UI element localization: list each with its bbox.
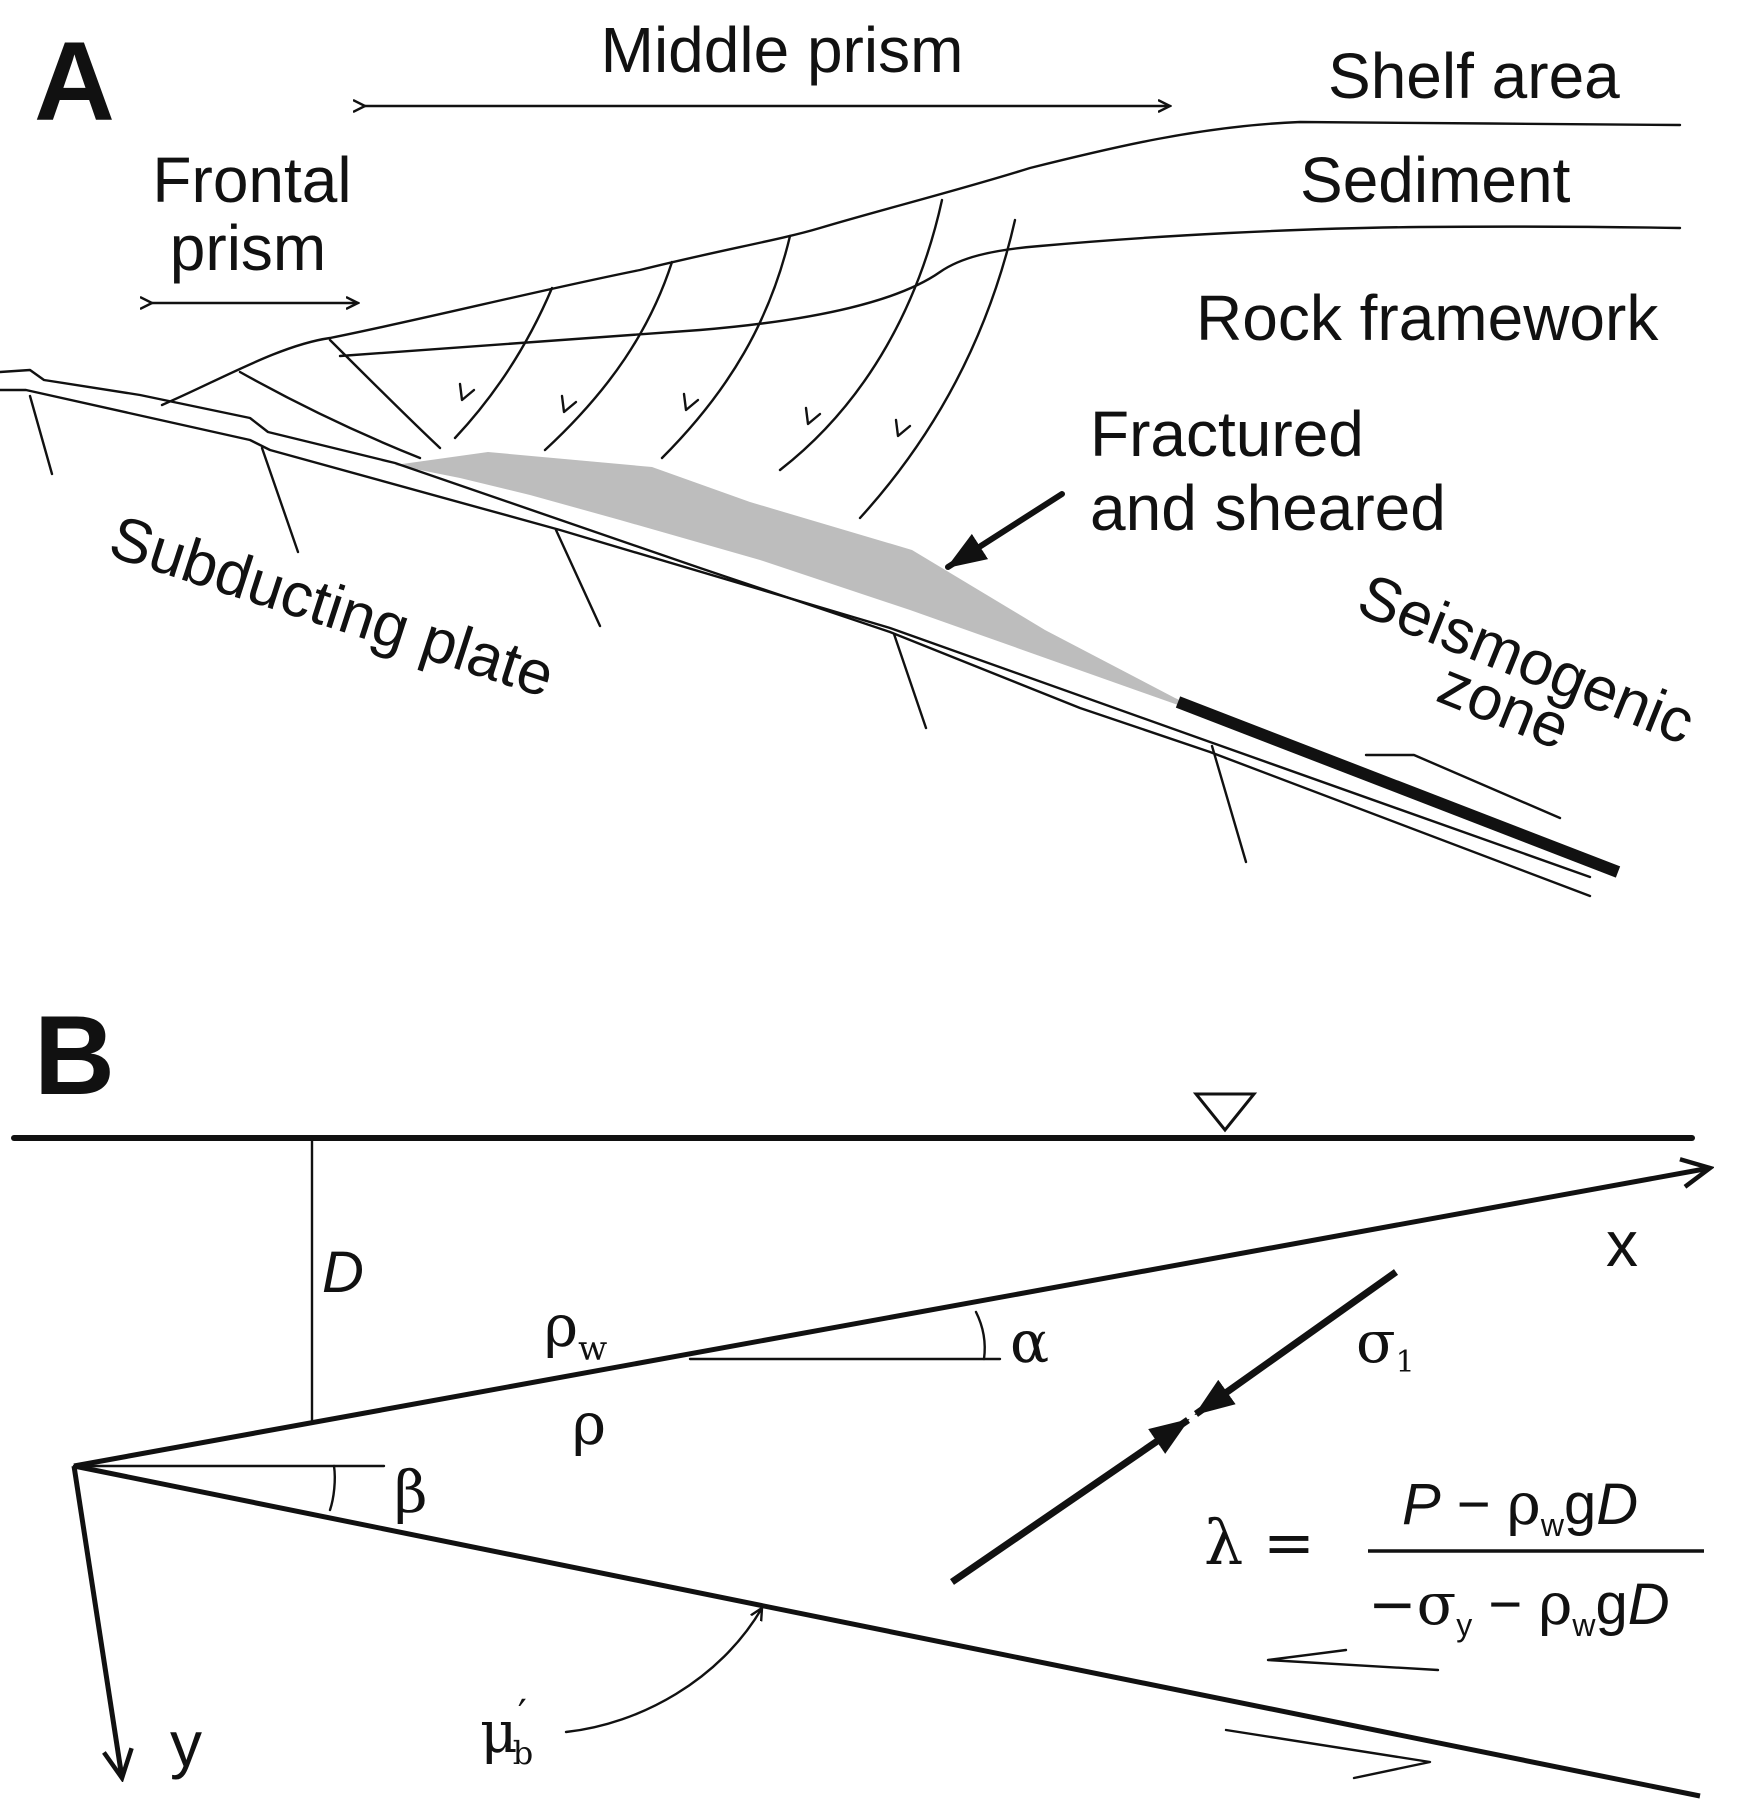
slip-arrow-5 xyxy=(894,418,912,438)
label-beta: β xyxy=(394,1458,428,1526)
alpha-angle-arc xyxy=(974,1310,986,1361)
middle-fault-1 xyxy=(453,286,554,440)
basal-shear-arrow-upper xyxy=(1266,1648,1440,1672)
lambda-denominator: −σy − ρwgD xyxy=(1368,1570,1670,1643)
sigma1-arrow-lower xyxy=(950,1417,1190,1585)
mu-b-pointer-arrow xyxy=(564,1608,762,1734)
label-x: x xyxy=(1606,1208,1638,1280)
basal-detachment-line xyxy=(73,1463,1701,1799)
seismogenic-slip-arrow xyxy=(1364,753,1562,820)
lambda-lhs: λ = xyxy=(1204,1506,1315,1579)
seismogenic-zone-line xyxy=(1175,696,1621,878)
plate-fault-3 xyxy=(554,528,602,628)
label-sigma1: σ1 xyxy=(1356,1308,1415,1380)
frontal-prism-label-line1: Frontal xyxy=(152,144,351,216)
plate-boundary-upper-line xyxy=(0,368,1592,898)
middle-fault-4 xyxy=(778,198,944,472)
label-alpha: α xyxy=(1010,1308,1049,1376)
plate-fault-2 xyxy=(260,446,300,554)
slip-arrow-3 xyxy=(682,392,700,412)
sediment-label: Sediment xyxy=(1300,144,1571,216)
rock-framework-label: Rock framework xyxy=(1196,282,1659,354)
panel-a-letter: A xyxy=(34,19,115,144)
y-axis-line xyxy=(71,1465,122,1778)
label-rho: ρ xyxy=(572,1390,606,1458)
frontal-prism-label-line2: prism xyxy=(170,212,326,284)
fractured-sheared-zone xyxy=(395,452,1265,738)
plate-fault-1 xyxy=(28,394,54,476)
sediment-base-line xyxy=(338,225,1682,358)
frontal-thrust-2 xyxy=(328,338,442,450)
water-level-icon xyxy=(1192,1092,1258,1133)
plate-fault-4 xyxy=(892,632,928,730)
middle-prism-label: Middle prism xyxy=(601,14,964,86)
plate-fault-5 xyxy=(1210,744,1248,864)
seafloor-surface-line xyxy=(160,120,1682,407)
slip-arrow-2 xyxy=(560,394,578,414)
subducting-plate-label: Subducting plate xyxy=(102,503,563,711)
middle-fault-5 xyxy=(858,218,1017,520)
label-d: D xyxy=(322,1240,364,1305)
plate-boundary-lower-line xyxy=(0,388,1592,879)
middle-fault-3 xyxy=(660,234,792,460)
fractured-zone-pointer-arrow xyxy=(945,491,1065,570)
fractured-label-line1: Fractured xyxy=(1090,398,1364,470)
sigma1-arrow-upper xyxy=(1193,1269,1399,1417)
x-axis-line xyxy=(73,1168,1710,1469)
beta-angle-arc xyxy=(328,1464,336,1512)
shelf-area-label: Shelf area xyxy=(1328,40,1620,112)
label-y: y xyxy=(170,1708,202,1780)
panel-a: A Middle prism Frontal prism Shelf area … xyxy=(0,14,1704,898)
panel-b-letter: B xyxy=(34,993,115,1118)
label-mu-b: μ′b xyxy=(480,1692,533,1772)
slip-arrow-4 xyxy=(804,406,822,426)
slip-arrow-1 xyxy=(458,382,476,402)
lambda-numerator: P − ρwgD xyxy=(1402,1470,1638,1543)
middle-fault-2 xyxy=(543,260,674,452)
fractured-label-line2: and sheared xyxy=(1090,472,1446,544)
label-rho-w: ρw xyxy=(544,1292,607,1369)
frontal-thrust-1 xyxy=(238,370,422,460)
basal-shear-arrow-lower xyxy=(1224,1728,1432,1780)
panel-b: B D x y β α ρw ρ σ1 λ = P − ρwgD xyxy=(11,993,1710,1799)
